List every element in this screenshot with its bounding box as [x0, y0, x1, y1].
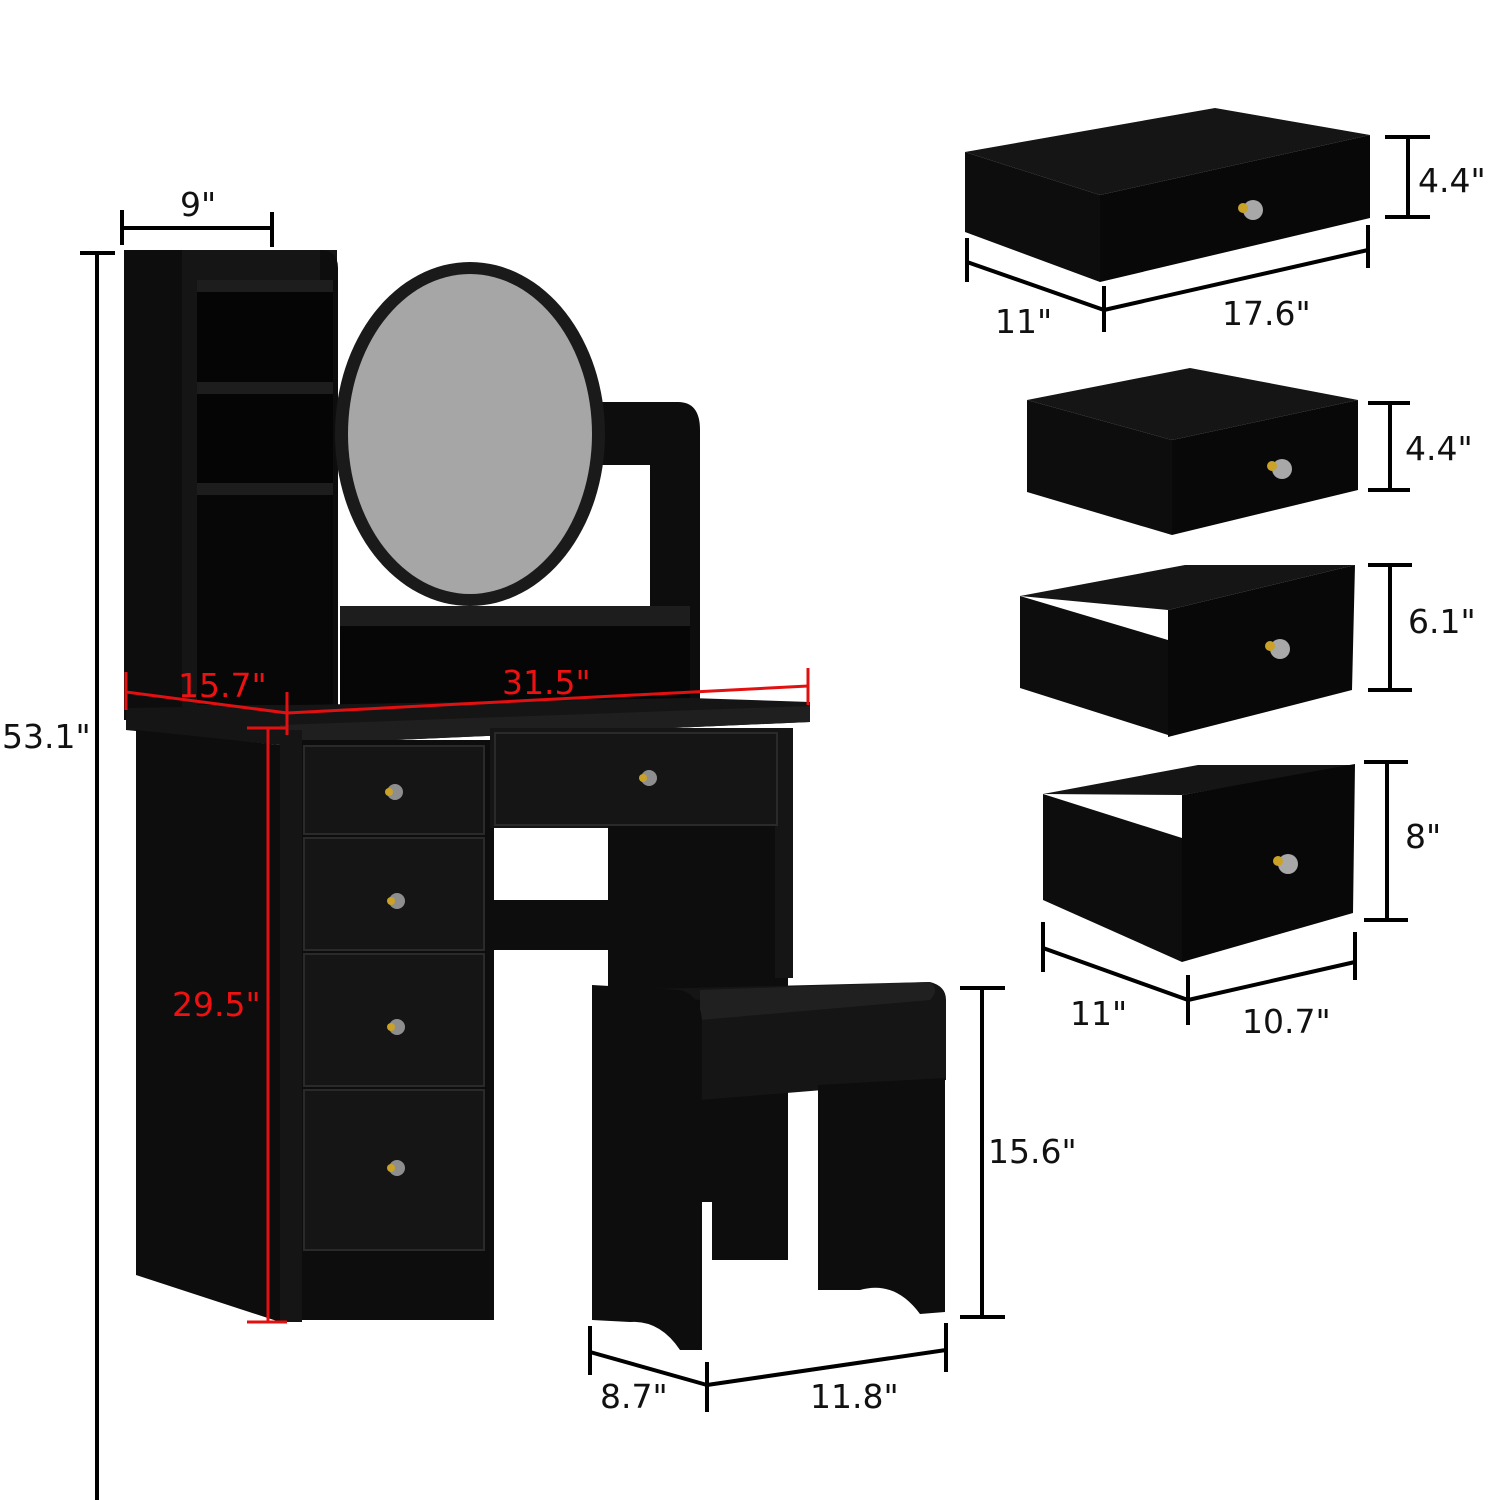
dimension-lines-black [80, 135, 1430, 1500]
drawer-2 [1027, 368, 1358, 535]
vanity-stool [592, 982, 946, 1350]
label-shelf-width: 9" [180, 185, 216, 224]
label-drawer4-depth: 11" [1070, 994, 1127, 1033]
hutch-shelf [340, 606, 690, 706]
label-drawer3-height: 6.1" [1408, 602, 1476, 641]
label-drawer1-depth: 11" [995, 302, 1052, 341]
label-desk-width: 31.5" [502, 663, 591, 702]
label-drawer4-height: 8" [1405, 817, 1441, 856]
label-stool-height: 15.6" [988, 1132, 1077, 1171]
label-desk-height: 29.5" [172, 985, 261, 1024]
label-drawer2-height: 4.4" [1405, 429, 1473, 468]
drawer-knob-icon [385, 770, 657, 1176]
dimension-lines-red [124, 668, 810, 1324]
label-total-height: 53.1" [2, 717, 91, 756]
label-stool-width: 11.8" [810, 1377, 899, 1416]
label-drawer4-width: 10.7" [1242, 1002, 1331, 1041]
label-drawer1-width: 17.6" [1222, 294, 1311, 333]
label-drawer1-height: 4.4" [1418, 161, 1486, 200]
desk-drawers [303, 732, 778, 1251]
vanity-desk [124, 250, 810, 1322]
label-stool-depth: 8.7" [600, 1377, 668, 1416]
dimension-labels: 9" 53.1" 15.7" 31.5" 29.5" 4.4" 11" 17.6… [2, 161, 1486, 1416]
label-desk-depth: 15.7" [178, 666, 267, 705]
round-mirror [335, 262, 605, 606]
drawer-3 [1020, 565, 1355, 737]
side-shelf-unit [124, 250, 338, 720]
drawer-4 [1043, 764, 1355, 962]
drawer-1 [965, 108, 1370, 282]
